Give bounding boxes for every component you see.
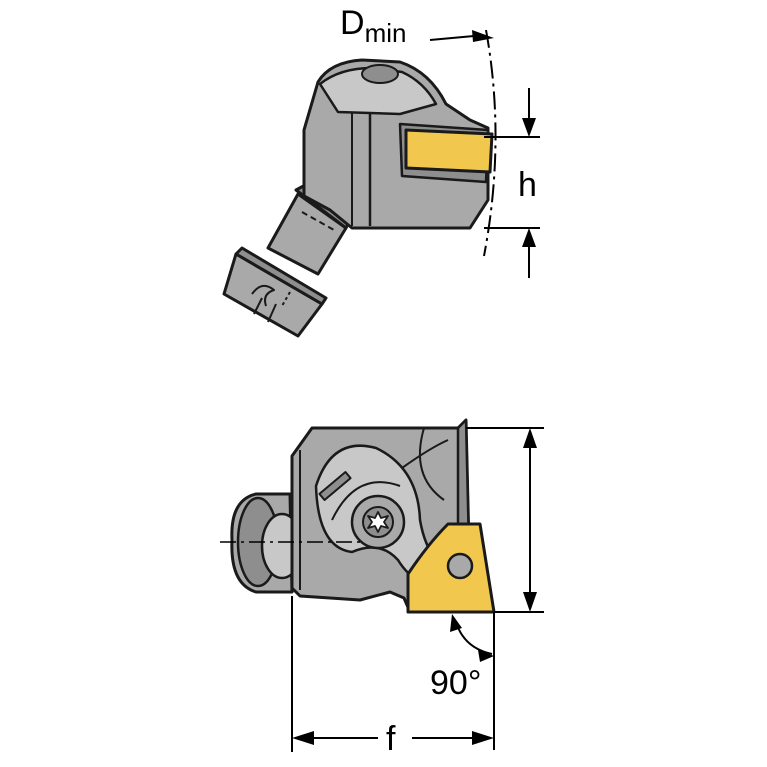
dmin-label-group: Dmin (340, 4, 494, 48)
vertical-dimension (466, 427, 544, 613)
h-label: h (518, 166, 537, 204)
coupling-shank (222, 246, 328, 338)
dmin-arrow-head (472, 30, 494, 42)
angle-label: 90° (430, 664, 481, 702)
f-dimension (291, 596, 494, 752)
dmin-label-main: D (340, 4, 365, 42)
dmin-label: Dmin (340, 4, 406, 48)
bottom-view-toolholder (230, 418, 496, 614)
top-view-toolholder (222, 58, 494, 338)
top-cutting-insert (404, 128, 494, 174)
angle-marker (450, 612, 495, 750)
h-dimension (484, 88, 540, 278)
torx-screw (350, 494, 406, 550)
dmin-label-sub: min (365, 18, 407, 48)
f-label: f (386, 720, 396, 758)
